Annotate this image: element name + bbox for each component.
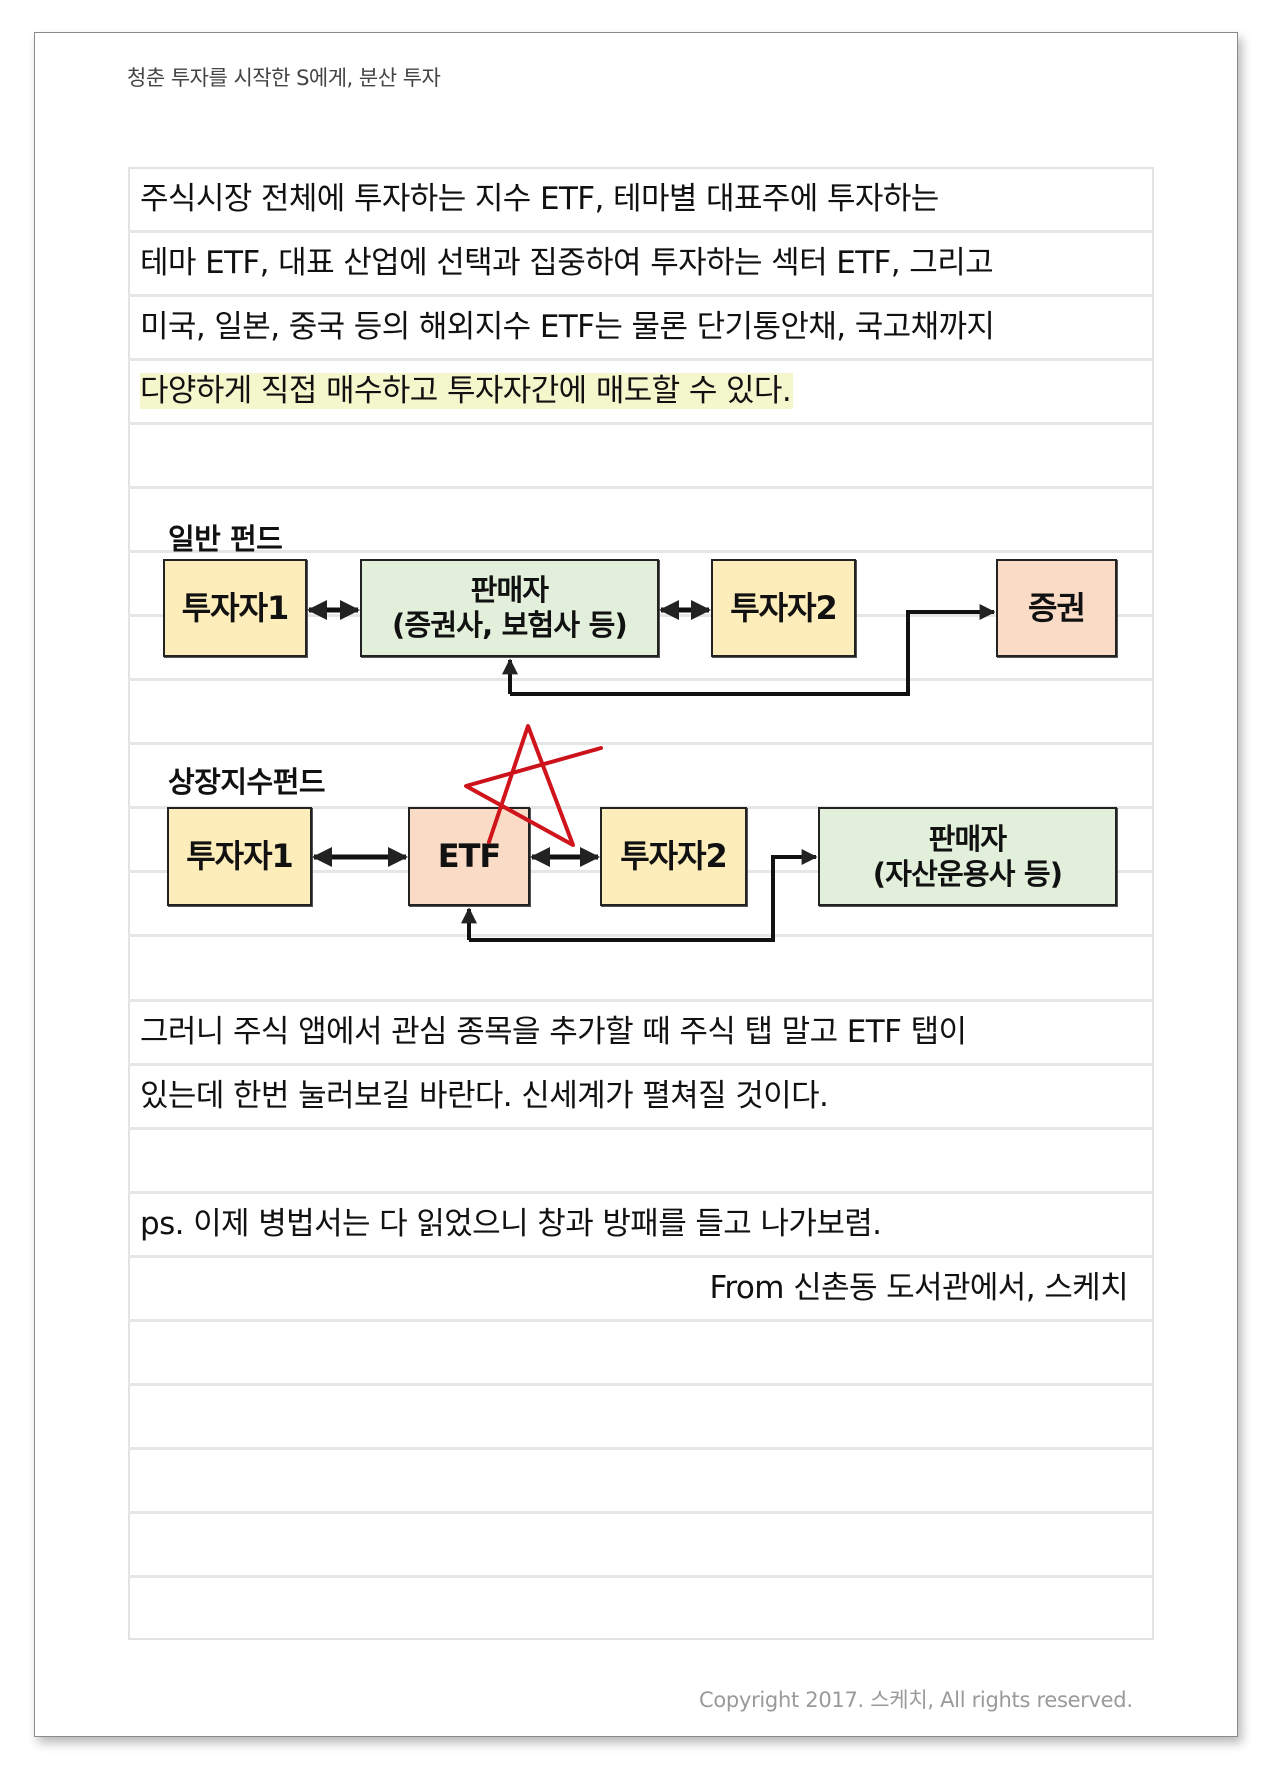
lined-sheet <box>128 167 1154 1640</box>
rule-line <box>128 1191 1154 1194</box>
rule-line <box>128 742 1154 745</box>
rule-line <box>128 1511 1154 1514</box>
rule-line <box>128 358 1154 361</box>
signature: From 신촌동 도서관에서, 스케치 <box>709 1270 1128 1306</box>
highlighted-text-line: 다양하게 직접 매수하고 투자자간에 매도할 수 있다. <box>140 369 794 413</box>
box-sublabel: (자산운용사 등) <box>872 856 1063 891</box>
text-line: 미국, 일본, 중국 등의 해외지수 ETF는 물론 단기통안채, 국고채까지 <box>140 309 995 345</box>
rule-line <box>128 999 1154 1002</box>
text-line: 주식시장 전체에 투자하는 지수 ETF, 테마별 대표주에 투자하는 <box>140 181 939 217</box>
etf-investor1-box: 투자자1 <box>167 807 312 906</box>
etf-box: ETF <box>408 807 530 906</box>
etf-investor2-box: 투자자2 <box>600 807 747 906</box>
box-label: 판매자 <box>928 821 1007 856</box>
box-label: 투자자1 <box>186 837 294 876</box>
general-securities-box: 증권 <box>996 559 1117 657</box>
rule-line <box>128 230 1154 233</box>
rule-line <box>128 422 1154 425</box>
ps-line: ps. 이제 병법서는 다 읽었으니 창과 방패를 들고 나가보렴. <box>140 1206 882 1242</box>
rule-line <box>128 550 1154 553</box>
rule-line <box>128 1319 1154 1322</box>
rule-line <box>128 678 1154 681</box>
box-label: 증권 <box>1028 588 1086 627</box>
box-label: 판매자 <box>470 573 549 608</box>
rule-line <box>128 294 1154 297</box>
rule-line <box>128 1127 1154 1130</box>
rule-line <box>128 934 1154 937</box>
general-fund-title: 일반 펀드 <box>168 522 283 556</box>
general-investor2-box: 투자자2 <box>711 559 856 657</box>
rule-line <box>128 1063 1154 1066</box>
box-label: ETF <box>437 837 502 876</box>
box-label: 투자자2 <box>620 837 728 876</box>
etf-seller-box: 판매자 (자산운용사 등) <box>818 807 1117 906</box>
box-label: 투자자2 <box>730 588 838 627</box>
highlight: 다양하게 직접 매수하고 투자자간에 매도할 수 있다. <box>140 373 794 409</box>
rule-line <box>128 1447 1154 1450</box>
running-header: 청춘 투자를 시작한 S에게, 분산 투자 <box>127 66 441 90</box>
box-label: 투자자1 <box>181 588 290 627</box>
general-seller-box: 판매자 (증권사, 보험사 등) <box>360 559 659 657</box>
copyright: Copyright 2017. 스케치, All rights reserved… <box>699 1688 1133 1712</box>
general-investor1-box: 투자자1 <box>163 559 307 657</box>
text-line: 그러니 주식 앱에서 관심 종목을 추가할 때 주식 탭 말고 ETF 탭이 <box>140 1014 967 1050</box>
rule-line <box>128 486 1154 489</box>
text-line: 테마 ETF, 대표 산업에 선택과 집중하여 투자하는 섹터 ETF, 그리고 <box>140 245 994 281</box>
rule-line <box>128 1255 1154 1258</box>
rule-line <box>128 1575 1154 1578</box>
text-line: 있는데 한번 눌러보길 바란다. 신세계가 펼쳐질 것이다. <box>140 1078 829 1114</box>
rule-line <box>128 1383 1154 1386</box>
etf-fund-title: 상장지수펀드 <box>168 765 326 799</box>
box-sublabel: (증권사, 보험사 등) <box>392 608 628 642</box>
